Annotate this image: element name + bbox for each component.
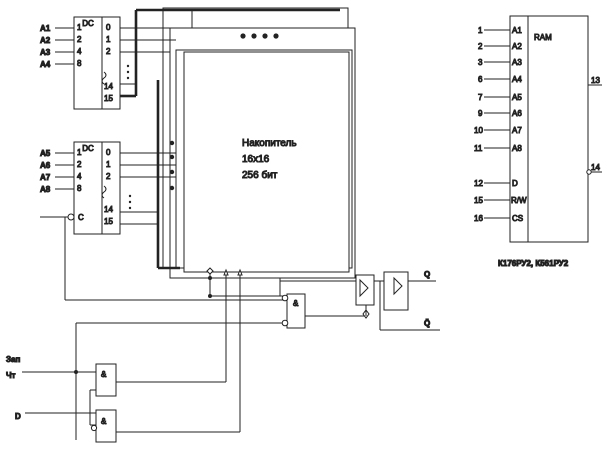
- and-gate-read-symbol: &: [101, 370, 107, 379]
- control-data-label: D: [15, 412, 21, 421]
- ram-chip-pin-label: A1: [512, 26, 522, 35]
- decoder-top-output-pin: 2: [106, 47, 111, 56]
- address-bus: [120, 8, 340, 270]
- decoder-top-input-pin: 1: [77, 23, 82, 32]
- output-q-bar-label: Q̄: [424, 319, 430, 328]
- ram-chip-pin-number: 15: [474, 196, 483, 205]
- ram-chip-pin-label: A2: [512, 42, 522, 51]
- storage-label-bits: 256 бит: [242, 169, 278, 181]
- output-q-label: Q: [424, 270, 430, 279]
- decoder-bottom-input-signal: A8: [40, 185, 51, 194]
- ram-chip-pin-number: 1: [478, 26, 483, 35]
- decoder-top-output-pin: 1: [106, 35, 111, 44]
- ram-chip-pin-number: 6: [478, 75, 483, 84]
- and-gate-output-symbol: &: [293, 299, 299, 308]
- enable-wire: [40, 216, 285, 301]
- output-stage: Q Q̄: [352, 270, 440, 331]
- storage-terminals: [206, 267, 354, 432]
- ram-chip-pin-label: R/W: [511, 196, 527, 205]
- control-write-label: Зап: [6, 355, 20, 364]
- ram-chip-pin-number: 10: [474, 126, 483, 135]
- ram-chip-pin-number: 13: [591, 76, 600, 85]
- ram-chip-pin-number: 11: [474, 144, 483, 153]
- decoder-top-input-signal: A2: [40, 36, 51, 45]
- decoder-top-output-pin: 0: [106, 23, 111, 32]
- control-read-label: Чт: [6, 371, 16, 380]
- decoder-bottom-input-signal: A5: [40, 149, 51, 158]
- decoder-top-output-pin: 15: [104, 94, 113, 103]
- decoder-bottom-input-signal: A6: [40, 161, 51, 170]
- decoder-top: DC A1 A2 A3 A4 1 2 4 8 0 1 2 14 15: [40, 16, 130, 110]
- decoder-top-input-pin: 2: [77, 35, 82, 44]
- ram-chip-pin-number: 14: [591, 163, 600, 172]
- decoder-bottom-output-pin: 14: [104, 205, 113, 214]
- decoder-bottom-output-pin: 0: [106, 148, 111, 157]
- ram-chip-pin-number: 7: [478, 93, 483, 102]
- decoder-top-input-pin: 8: [77, 59, 82, 68]
- ram-chip-right-pins: 13 14: [586, 76, 602, 175]
- decoder-top-title: DC: [82, 19, 94, 28]
- ram-chip-pin-number: 16: [474, 214, 483, 223]
- control-section: Зап Чт D: [6, 355, 96, 426]
- and-gate-write: &: [90, 409, 240, 443]
- decoder-top-input-signal: A1: [40, 24, 51, 33]
- decoder-top-input-pin: 4: [77, 47, 82, 56]
- decoder-top-output-pin: 14: [104, 82, 113, 91]
- decoder-bottom-input-pin: 2: [77, 160, 82, 169]
- decoder-top-input-signal: A3: [40, 48, 51, 57]
- decoder-bottom-output-pin: 15: [104, 217, 113, 226]
- and-gate-read: &: [95, 363, 226, 397]
- decoder-bottom-output-pin: 2: [106, 172, 111, 181]
- ram-chip-title: RAM: [534, 33, 552, 42]
- ram-chip-pin-number: 12: [474, 179, 483, 188]
- decoder-bottom-input-pin: 4: [77, 172, 82, 181]
- decoder-bottom-enable-label: C: [78, 213, 84, 222]
- and-gate-write-symbol: &: [101, 417, 107, 426]
- ram-chip-pin-label: D: [512, 179, 518, 188]
- ram-chip-pin-number: 3: [478, 58, 483, 67]
- storage-label-name: Накопитель: [242, 138, 297, 149]
- ram-chip-pin-label: A4: [512, 75, 522, 84]
- ram-chip-pin-label: A3: [512, 58, 522, 67]
- ram-chip-pin-number: 9: [478, 109, 483, 118]
- ram-chip-pin-label: CS: [512, 214, 523, 223]
- decoder-top-outputs: [120, 10, 193, 85]
- decoder-bottom-input-signal: A7: [40, 173, 51, 182]
- decoder-bottom-input-pin: 8: [77, 184, 82, 193]
- decoder-bottom-output-pin: 1: [106, 160, 111, 169]
- storage-array: Накопитель 16х16 256 бит: [162, 7, 356, 279]
- ram-chip-pin-label: A8: [512, 144, 522, 153]
- storage-label-size: 16х16: [242, 154, 270, 165]
- ram-chip-left-pins: 1 2 3 6 7 9 10 11 12 15 16 A1 A2 A3 A4 A…: [474, 26, 528, 224]
- decoder-bottom-title: DC: [82, 144, 94, 153]
- and-gate-output: &: [75, 293, 366, 440]
- ram-chip-pin-label: A6: [512, 109, 522, 118]
- ram-chip-pin-number: 2: [478, 42, 483, 51]
- decoder-top-input-signal: A4: [40, 60, 51, 69]
- decoder-bottom-input-pin: 1: [77, 148, 82, 157]
- decoder-bottom-outputs: [120, 140, 176, 225]
- ram-chip-pin-label: A5: [512, 93, 522, 102]
- ram-chip-pin-label: A7: [512, 126, 522, 135]
- decoder-bottom: DC A5 A6 A7 A8 1 2 4 8 C 0 1 2 14 15: [40, 141, 132, 235]
- ram-chip-caption: К176РУ2, К561РУ2: [498, 259, 569, 268]
- ram-chip: RAM 1 2 3 6 7 9 10 11 12 15 16 A1 A2: [474, 15, 602, 269]
